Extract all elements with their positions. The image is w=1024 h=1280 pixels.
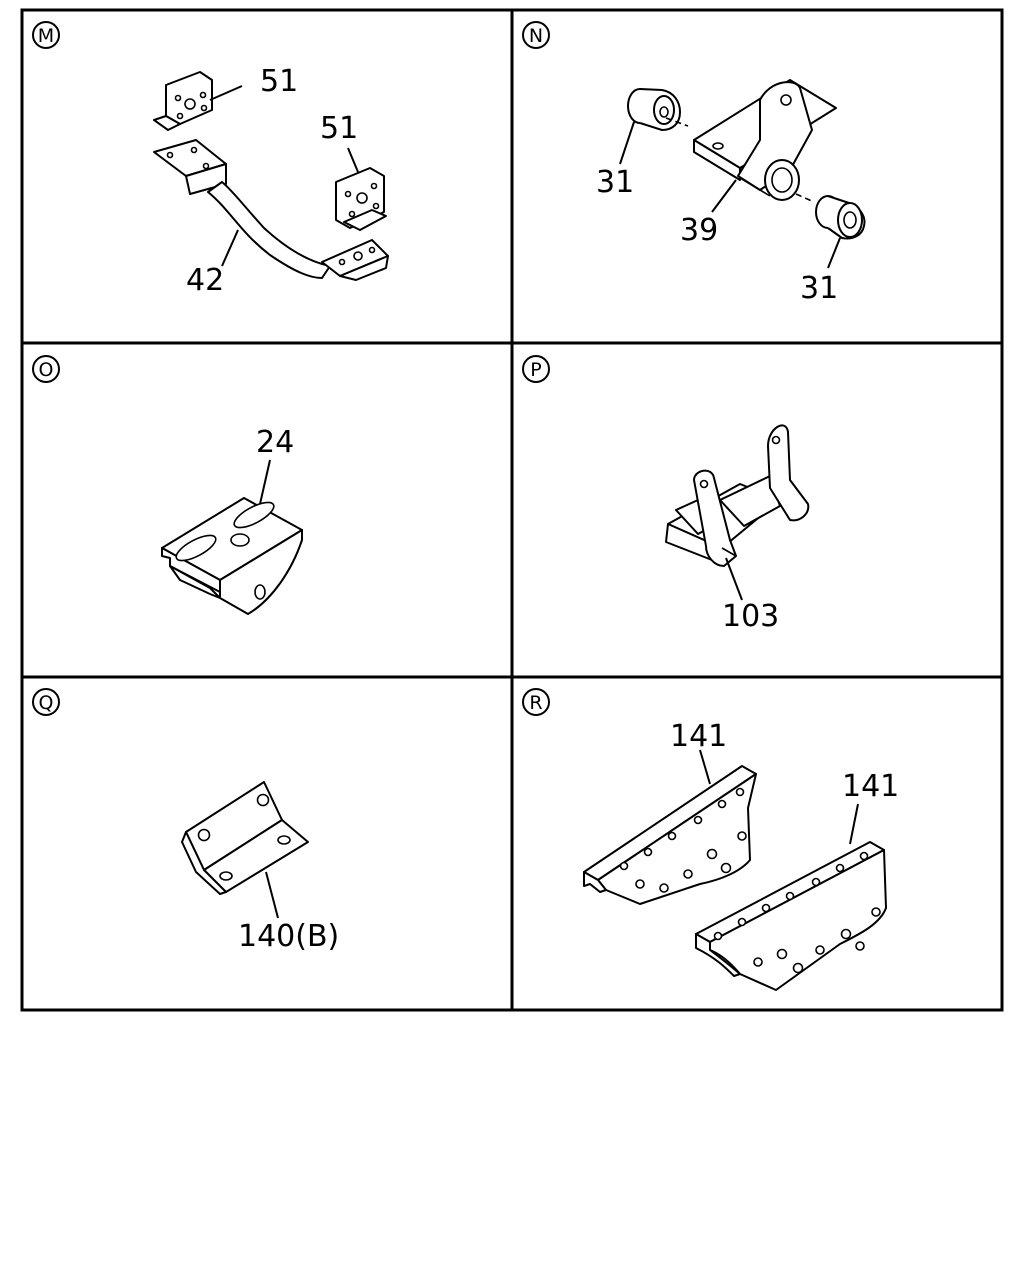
bushing-31b-drawing — [815, 195, 866, 240]
leader-line — [265, 871, 279, 919]
panel-id: Q — [39, 692, 54, 714]
part-label: 42 — [186, 263, 224, 298]
bracket-39-drawing — [693, 79, 837, 201]
part-label: 141 — [670, 719, 727, 754]
part-label: 39 — [680, 213, 718, 248]
panel-n: N — [522, 21, 866, 306]
part-label: 103 — [722, 599, 779, 634]
panel-id: M — [38, 25, 54, 47]
panel-q: Q 140(B) — [32, 688, 339, 954]
part-label: 31 — [800, 271, 838, 306]
part-label: 141 — [842, 769, 899, 804]
leader-line — [827, 237, 841, 269]
panel-id-badge: M — [32, 21, 60, 49]
part-label: 24 — [256, 425, 294, 460]
panel-r: R — [522, 688, 899, 991]
part-label: 140(B) — [238, 919, 339, 954]
leader-line — [725, 557, 743, 601]
panel-id-badge: Q — [32, 688, 60, 716]
panel-id-badge: R — [522, 688, 550, 716]
bracket-103-drawing — [665, 424, 810, 567]
bracket-51-drawing — [153, 71, 213, 131]
leader-line — [619, 121, 635, 165]
leader-line — [347, 147, 359, 173]
panel-id: O — [39, 359, 54, 381]
plate-141-drawing — [583, 765, 757, 905]
bracket-140b-drawing — [181, 781, 309, 895]
diagram-grid — [20, 8, 1004, 1012]
leader-line — [221, 229, 239, 267]
panel-id-badge: N — [522, 21, 550, 49]
panel-m: M — [32, 21, 389, 298]
leader-line — [711, 179, 737, 213]
panel-id-badge: O — [32, 355, 60, 383]
bushing-31-drawing — [627, 88, 681, 131]
part-label: 51 — [320, 111, 358, 146]
plate-141b-drawing — [695, 841, 887, 991]
panel-id-badge: P — [522, 355, 550, 383]
panel-id: R — [529, 692, 542, 714]
leader-line — [259, 459, 271, 505]
panel-id: P — [530, 359, 541, 381]
panel-o: O 24 — [32, 355, 303, 615]
panel-p: P 103 — [522, 355, 810, 634]
bracket-51b-drawing — [335, 167, 387, 231]
part-label: 51 — [260, 64, 298, 99]
part-label: 31 — [596, 165, 634, 200]
panel-id: N — [529, 25, 543, 47]
leader-line — [849, 803, 859, 845]
bracket-24-drawing — [161, 497, 303, 615]
crossmember-42-drawing — [153, 139, 389, 281]
leader-line — [699, 749, 711, 785]
leader-line — [209, 85, 243, 101]
